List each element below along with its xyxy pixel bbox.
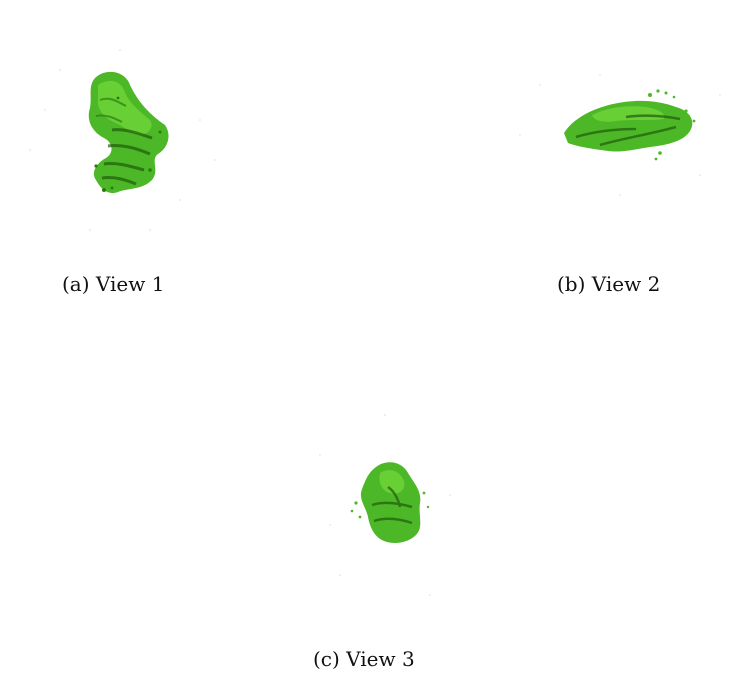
caption-view-2: (b) View 2 [557,272,661,296]
caption-view-1: (a) View 1 [62,272,165,296]
figure-panel-view-1 [0,30,250,260]
point-cloud-render-view-3 [319,414,451,596]
noise-specks [519,74,721,196]
green-object-view-3 [350,462,430,543]
point-cloud-render-view-2 [519,74,721,196]
figure-panel-view-2 [500,55,740,215]
noise-specks [29,49,216,231]
caption-view-3: (c) View 3 [313,647,415,671]
green-object-view-2 [564,89,696,161]
figure-panel-view-3 [300,395,470,625]
green-object-view-1 [88,71,169,194]
noise-specks [319,414,451,596]
point-cloud-render-view-1 [29,49,216,231]
